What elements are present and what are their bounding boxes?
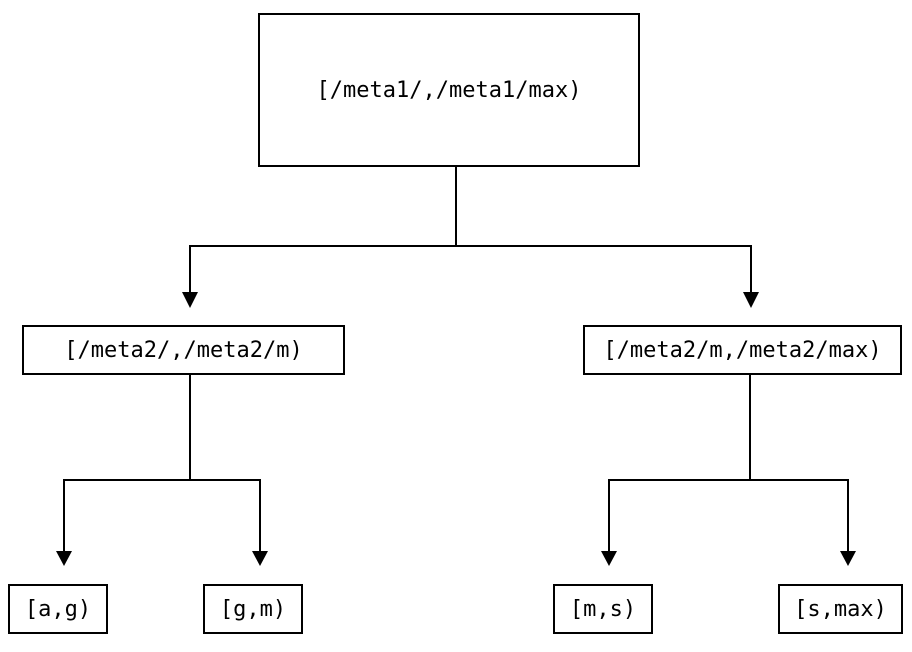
arrowhead-to-left-left-icon (56, 551, 72, 566)
arrowhead-to-left-icon (182, 292, 198, 308)
edge-left-to-left-right (189, 375, 261, 551)
node-root: [/meta1/,/meta1/max) (258, 13, 640, 167)
arrowhead-to-right-icon (743, 292, 759, 308)
edge-root-to-left (189, 167, 457, 292)
node-left-right: [g,m) (203, 584, 303, 634)
node-right: [/meta2/m,/meta2/max) (583, 325, 902, 375)
node-right-left-label: [m,s) (569, 596, 637, 622)
node-root-label: [/meta1/,/meta1/max) (316, 77, 582, 103)
edge-right-to-right-left (608, 375, 751, 551)
node-left-right-label: [g,m) (219, 596, 287, 622)
node-left: [/meta2/,/meta2/m) (22, 325, 345, 375)
node-right-right-label: [s,max) (794, 596, 887, 622)
edge-root-to-right (455, 167, 752, 292)
edge-right-to-right-right (749, 375, 849, 551)
arrowhead-to-right-left-icon (601, 551, 617, 566)
arrowhead-to-left-right-icon (252, 551, 268, 566)
arrowhead-to-right-right-icon (840, 551, 856, 566)
node-right-label: [/meta2/m,/meta2/max) (603, 337, 882, 363)
node-right-right: [s,max) (778, 584, 903, 634)
node-right-left: [m,s) (553, 584, 653, 634)
node-left-left: [a,g) (8, 584, 108, 634)
edge-left-to-left-left (63, 375, 191, 551)
node-left-label: [/meta2/,/meta2/m) (64, 337, 303, 363)
node-left-left-label: [a,g) (24, 596, 92, 622)
